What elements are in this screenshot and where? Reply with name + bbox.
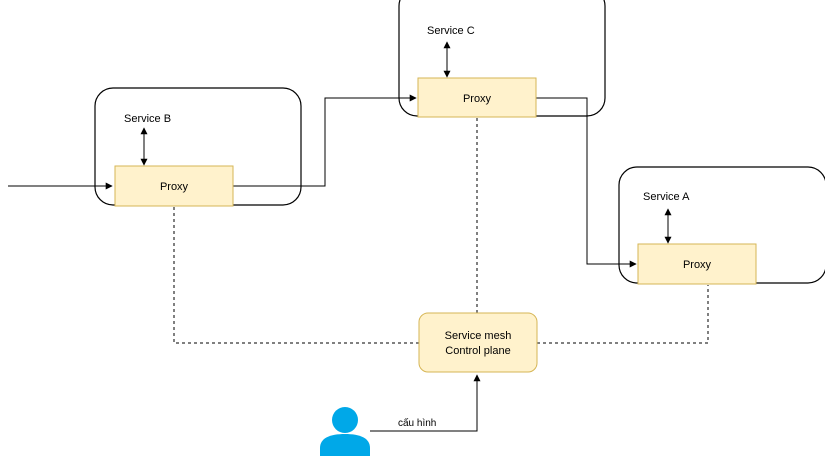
control-link-proxy-b: [173, 207, 419, 344]
user-icon: [320, 407, 370, 456]
service-c-label: Service C: [427, 25, 475, 37]
control-plane-label-line2: Control plane: [445, 345, 510, 357]
control-plane-label-line1: Service mesh: [445, 330, 512, 342]
proxy-c-box: [417, 77, 537, 118]
proxy-a-box: [637, 243, 757, 285]
edge-proxy-b-to-proxy-c: [233, 94, 417, 187]
proxy-a-label: Proxy: [683, 259, 712, 271]
edge-proxy-c-to-proxy-a: [536, 97, 637, 268]
service-a-label: Service A: [643, 191, 690, 203]
control-link-proxy-a: [537, 285, 709, 344]
edge-user-to-control-plane: [370, 374, 481, 432]
proxy-b-box: [114, 165, 234, 207]
control-plane-box: [418, 312, 538, 373]
proxy-c-label: Proxy: [463, 93, 492, 105]
proxy-b-label: Proxy: [160, 181, 189, 193]
service-b-label: Service B: [124, 113, 171, 125]
user-action-label: cấu hình: [398, 417, 436, 429]
